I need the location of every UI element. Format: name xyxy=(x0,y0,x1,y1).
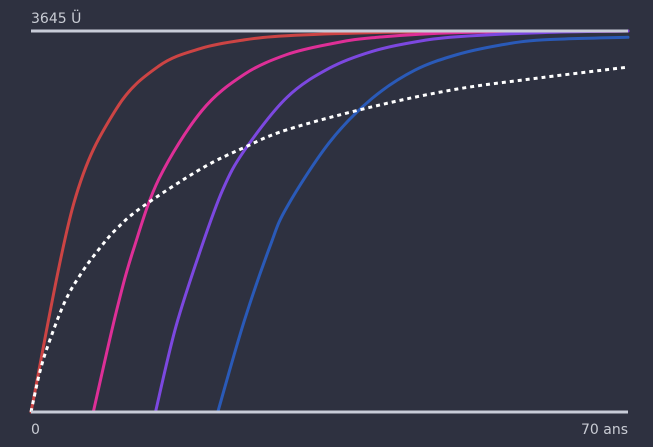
series-line-3 xyxy=(154,29,630,414)
y-max-label: 3645 Ü xyxy=(31,9,81,27)
series-line-2 xyxy=(91,29,630,414)
series-layer xyxy=(29,29,630,414)
series-line-4 xyxy=(216,35,630,414)
series-line-5 xyxy=(29,65,629,413)
series-line-1 xyxy=(29,29,630,414)
x-max-label: 70 ans xyxy=(581,422,628,438)
x-min-label: 0 xyxy=(31,422,40,438)
